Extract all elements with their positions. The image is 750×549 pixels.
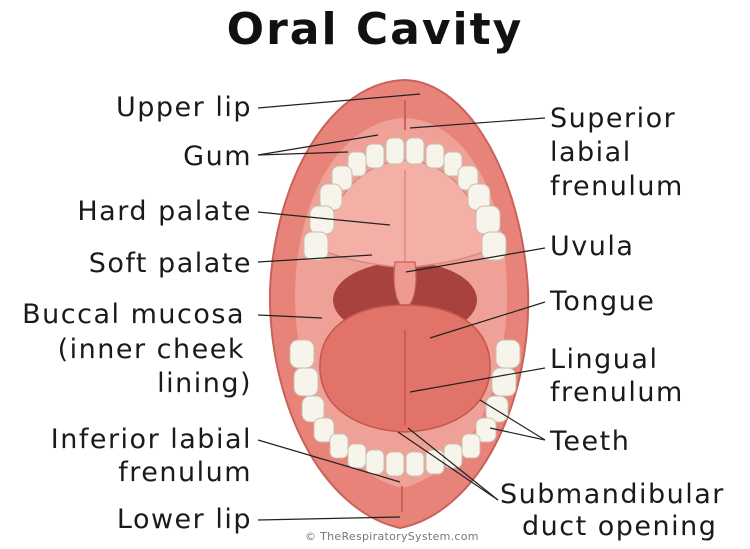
leader-inf-frenulum — [257, 439, 401, 483]
label-buccal-mucosa-2: (inner cheek — [57, 334, 245, 365]
leader-upper-lip — [257, 93, 421, 109]
label-buccal-mucosa-1: Buccal mucosa — [22, 299, 245, 330]
leader-lines — [257, 93, 546, 521]
leader-hard-palate — [257, 211, 391, 226]
label-lower-lip: Lower lip — [116, 504, 252, 535]
leader-gum-2 — [257, 151, 349, 156]
leader-teeth — [479, 399, 546, 441]
lower-teeth — [289, 339, 521, 477]
label-submandibular-2: duct opening — [522, 511, 718, 542]
leader-tongue — [429, 301, 546, 339]
label-tongue: Tongue — [550, 286, 656, 317]
leader-teeth-2 — [489, 427, 546, 441]
label-gum: Gum — [183, 141, 252, 172]
leader-submandibular-2 — [397, 431, 499, 501]
leader-submandibular — [407, 427, 499, 501]
label-teeth: Teeth — [550, 426, 631, 457]
label-uvula: Uvula — [550, 231, 635, 262]
label-lingual-frenulum-1: Lingual — [550, 344, 659, 375]
leader-soft-palate — [257, 254, 373, 263]
leader-lingual — [409, 367, 546, 393]
label-hard-palate: Hard palate — [77, 196, 252, 227]
leader-uvula — [405, 247, 546, 273]
leader-sup-frenulum — [409, 117, 546, 129]
leader-buccal — [257, 314, 323, 319]
upper-teeth — [303, 137, 507, 261]
label-superior-labial-frenulum-3: frenulum — [550, 171, 684, 202]
label-submandibular-1: Submandibular — [500, 479, 725, 510]
label-lingual-frenulum-2: frenulum — [550, 377, 684, 408]
label-superior-labial-frenulum-1: Superior — [550, 103, 677, 134]
label-superior-labial-frenulum-2: labial — [550, 137, 632, 168]
label-upper-lip: Upper lip — [116, 92, 252, 123]
diagram-title: Oral Cavity — [226, 4, 524, 55]
label-inferior-labial-frenulum-1: Inferior labial — [50, 424, 252, 455]
leader-gum — [257, 134, 379, 156]
copyright-notice: © TheRespiratorySystem.com — [305, 530, 479, 543]
label-soft-palate: Soft palate — [88, 248, 252, 279]
label-inferior-labial-frenulum-2: frenulum — [118, 457, 252, 488]
label-buccal-mucosa-3: lining) — [157, 368, 252, 399]
leader-lower-lip — [257, 516, 401, 521]
